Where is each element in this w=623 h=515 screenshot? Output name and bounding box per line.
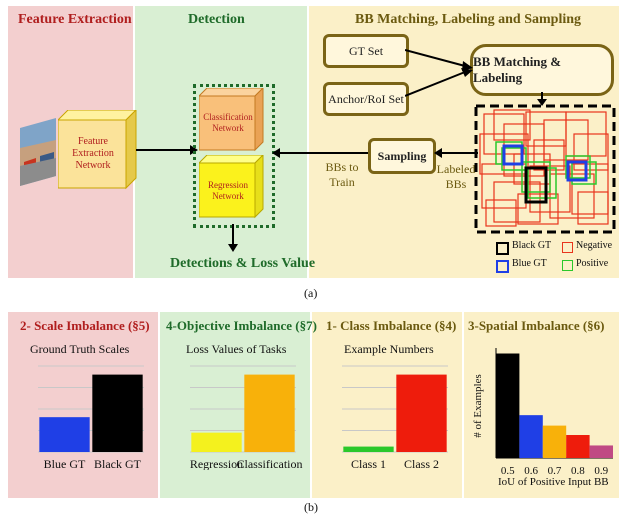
- arrow-feature-to-detection: [136, 145, 198, 155]
- regression-network-label: Regression Network: [208, 180, 248, 201]
- classification-network-box: [199, 88, 264, 152]
- feature-network-box: [58, 110, 137, 190]
- bar-iou-0.5: [496, 353, 520, 458]
- bbs-to-train-label: BBs to Train: [325, 160, 359, 189]
- class-chart: Class 1 Class 2: [342, 365, 448, 470]
- input-image-icon: [20, 118, 56, 186]
- labeled-bbs-visual: [474, 104, 616, 234]
- sampling-box: Sampling: [368, 138, 436, 174]
- feature-extraction-title: Feature Extraction: [18, 12, 132, 27]
- bar-iou-0.8: [566, 435, 590, 458]
- positive-swatch: [562, 260, 573, 271]
- tick-label: Classification: [237, 457, 303, 470]
- arrow-sampling-to-detection: [272, 148, 368, 158]
- bar-iou-0.6: [519, 415, 543, 458]
- bar-class-2: [396, 374, 447, 452]
- class-title: 1- Class Imbalance (§4): [326, 318, 457, 333]
- scale-subtitle: Ground Truth Scales: [30, 342, 130, 356]
- bar-classification: [244, 374, 295, 452]
- arrow-labeled-to-sampling: [434, 148, 478, 158]
- tick-label: Class 2: [404, 457, 439, 470]
- matching-labeling-label: BB Matching & Labeling: [473, 54, 562, 85]
- tick-label: Black GT: [94, 457, 142, 470]
- tick-label: 0.5: [501, 465, 515, 477]
- bar-iou-0.9: [589, 445, 613, 458]
- feature-network-label: Feature Extraction Network: [72, 136, 114, 171]
- legend: Black GT Negative Blue GT Positive: [496, 240, 616, 276]
- classification-network-label: Classification Network: [203, 112, 253, 133]
- objective-subtitle: Loss Values of Tasks: [186, 342, 287, 356]
- bar-class-1: [343, 446, 394, 452]
- gt-set-box: GT Set: [323, 34, 409, 68]
- scale-chart: Blue GT Black GT: [38, 365, 144, 470]
- spatial-chart: 0.5 0.6 0.7 0.8 0.9: [495, 348, 613, 477]
- caption-b: (b): [304, 500, 318, 514]
- detections-output-label: Detections & Loss Value: [170, 256, 316, 271]
- spatial-ylabel: # of Examples: [471, 374, 484, 438]
- tick-label: Blue GT: [44, 457, 86, 470]
- caption-a: (a): [304, 286, 318, 300]
- tick-label: Regression: [190, 457, 243, 470]
- blue-gt-legend: Blue GT: [512, 258, 547, 269]
- negative-swatch: [562, 242, 573, 253]
- sampling-label: Sampling: [377, 148, 427, 163]
- spatial-xlabel: IoU of Positive Input BB: [498, 476, 609, 488]
- class-subtitle: Example Numbers: [344, 342, 434, 356]
- bar-iou-0.7: [542, 425, 567, 458]
- anchor-set-box: Anchor/RoI Set: [323, 82, 409, 116]
- matching-labeling-box: BB Matching & Labeling: [470, 44, 614, 96]
- arrows-to-matching: [405, 49, 473, 97]
- gt-set-label: GT Set: [348, 43, 384, 58]
- positive-legend: Positive: [576, 258, 609, 269]
- arrow-to-detections: [228, 224, 238, 252]
- objective-title: 4-Objective Imbalance (§7): [166, 318, 317, 333]
- tick-label: 0.8: [571, 465, 585, 477]
- anchor-set-label: Anchor/RoI Set: [328, 91, 404, 106]
- spatial-title: 3-Spatial Imbalance (§6): [468, 318, 605, 333]
- scale-title: 2- Scale Imbalance (§5): [20, 318, 150, 333]
- detection-title: Detection: [188, 12, 245, 27]
- tick-label: 0.7: [548, 465, 562, 477]
- black-gt-legend: Black GT: [512, 240, 552, 251]
- labeled-bbs-label: Labeled BBs: [436, 162, 476, 191]
- bar-blue-gt: [39, 417, 90, 452]
- bar-black-gt: [92, 374, 143, 452]
- tick-label: 0.9: [594, 465, 608, 477]
- regression-network-box: [199, 155, 264, 219]
- matching-title: BB Matching, Labeling and Sampling: [355, 12, 582, 27]
- blue-gt-swatch: [496, 260, 509, 273]
- black-gt-swatch: [496, 242, 509, 255]
- bar-regression: [191, 432, 242, 452]
- tick-label: Class 1: [351, 457, 386, 470]
- negative-legend: Negative: [576, 240, 613, 251]
- spatial-panel: [464, 312, 619, 498]
- arrow-to-labeled-bbs: [537, 92, 547, 106]
- tick-label: 0.6: [524, 465, 538, 477]
